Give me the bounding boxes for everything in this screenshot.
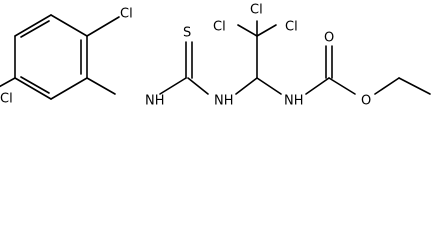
bond-ccl3-cl-left — [237, 24, 258, 37]
bond-ccl3-cl-right — [256, 24, 277, 37]
bond-c-nh — [187, 77, 209, 95]
bond-nh-cs — [159, 77, 187, 95]
bond-carbonyl-o — [328, 77, 356, 95]
bond-to-cl-top — [86, 16, 120, 37]
atom-label-cl-2: Cl — [213, 20, 226, 35]
bond-nh-ch — [235, 77, 258, 95]
atom-label-o-ester: O — [361, 94, 371, 109]
benzene-ring — [14, 14, 88, 100]
bond — [50, 77, 88, 100]
double-bond-inner — [20, 20, 50, 38]
bond-to-cl-bottom — [0, 77, 16, 88]
double-bond-inner — [20, 76, 50, 94]
atom-label-cl-ring-bottom: Cl — [0, 92, 13, 107]
bond — [50, 14, 88, 37]
bond-o-ch2 — [374, 77, 400, 95]
atom-label-nh-right: NH — [284, 94, 304, 109]
chemical-structure-diagram: Cl Cl S NH NH Cl Cl Cl NH O O — [0, 3, 431, 109]
bond-ch2-ch3 — [398, 77, 431, 95]
atom-label-o-top: O — [324, 31, 334, 46]
bond — [14, 14, 52, 37]
bond-ch-nh-right — [256, 77, 282, 95]
atom-label-s: S — [183, 26, 191, 41]
atom-label-cl-ring-top: Cl — [120, 7, 133, 22]
bond-ring-nh — [86, 77, 116, 95]
bond — [14, 77, 52, 100]
atom-label-nh-left: NH — [145, 94, 165, 109]
atom-label-nh-middle: NH — [214, 94, 234, 109]
atom-label-cl-1: Cl — [250, 3, 263, 18]
bond-nh-carbonyl — [305, 77, 330, 95]
atom-label-cl-3: Cl — [285, 20, 298, 35]
